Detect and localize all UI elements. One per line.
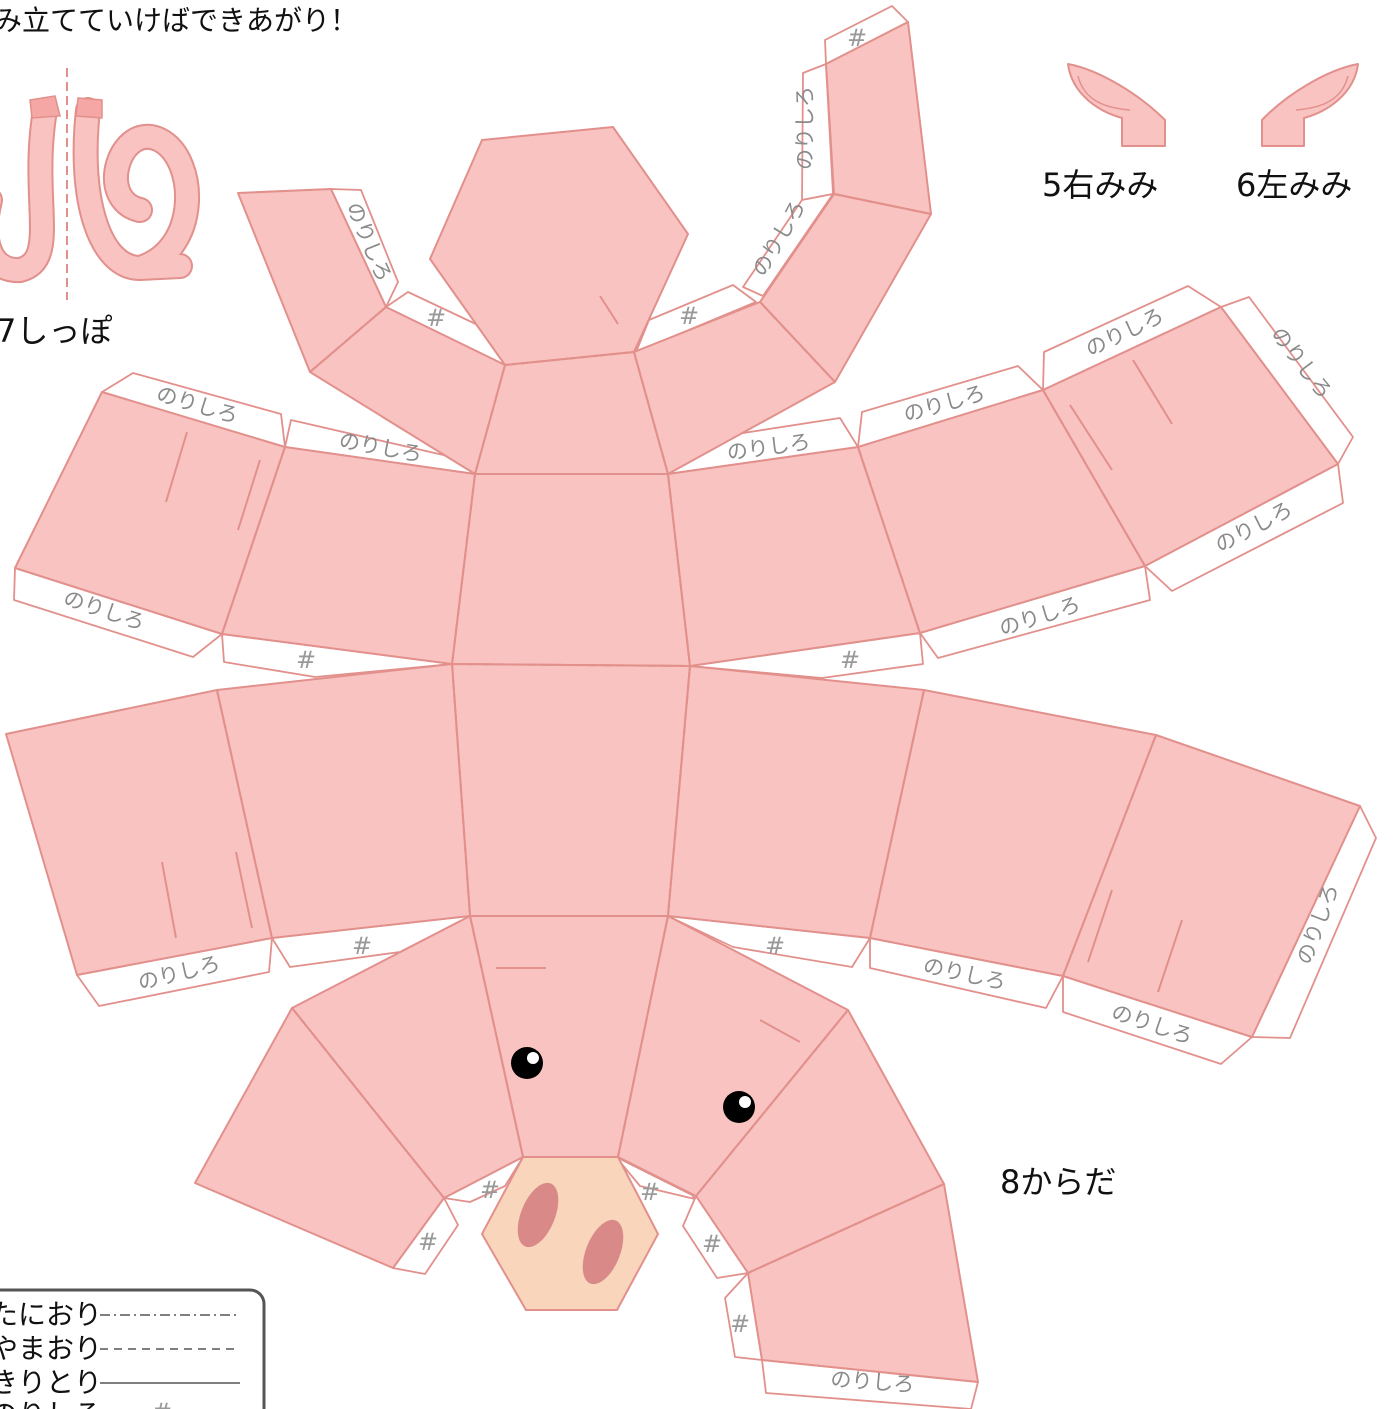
right-ear-part: 5右みみ (1042, 63, 1166, 204)
right-ear-label: 5右みみ (1042, 166, 1158, 204)
legend-label-cut: きりとり (0, 1366, 102, 1399)
glue-mark: # (418, 1228, 438, 1256)
glue-mark: # (702, 1230, 722, 1258)
glue-mark: # (640, 1178, 660, 1206)
instruction-text: み立てていけばできあがり！ (0, 4, 358, 37)
left-ear-label: 6左みみ (1236, 166, 1352, 204)
tail-part: 7しっぽ (0, 68, 200, 350)
glue-mark: # (847, 24, 867, 52)
legend: たにおり やまおり きりとり のりしろ # (0, 1288, 266, 1409)
tab-label: のりしろ (830, 1367, 915, 1397)
legend-label-valley: たにおり (0, 1298, 102, 1331)
glue-mark: # (840, 646, 860, 674)
nostril-right (582, 1219, 624, 1285)
glue-mark: # (426, 304, 446, 332)
glue-mark: # (480, 1176, 500, 1204)
glue-tabs (13, 5, 1377, 1409)
legend-glue-mark: # (152, 1398, 172, 1409)
glue-mark: # (730, 1310, 750, 1338)
eye-right (723, 1091, 755, 1123)
glue-mark: # (765, 932, 785, 960)
glue-mark: # (352, 932, 372, 960)
legend-label-mountain: やまおり (0, 1332, 102, 1365)
glue-mark: # (296, 646, 316, 674)
tab-label: のりしろ (793, 86, 817, 170)
body-part (5, 21, 1361, 1383)
fold-lines (216, 193, 1157, 1274)
body-label: 8からだ (1000, 1163, 1116, 1201)
legend-label-glue: のりしろ (0, 1398, 102, 1409)
guide-lines (161, 295, 1183, 1043)
glue-marks: # # # # # # # # # # # # (296, 24, 867, 1338)
glue-mark: # (679, 302, 699, 330)
eye-left (511, 1047, 543, 1079)
left-ear-part: 6左みみ (1236, 63, 1359, 204)
nostril-left (517, 1182, 559, 1248)
tail-label: 7しっぽ (0, 312, 112, 350)
